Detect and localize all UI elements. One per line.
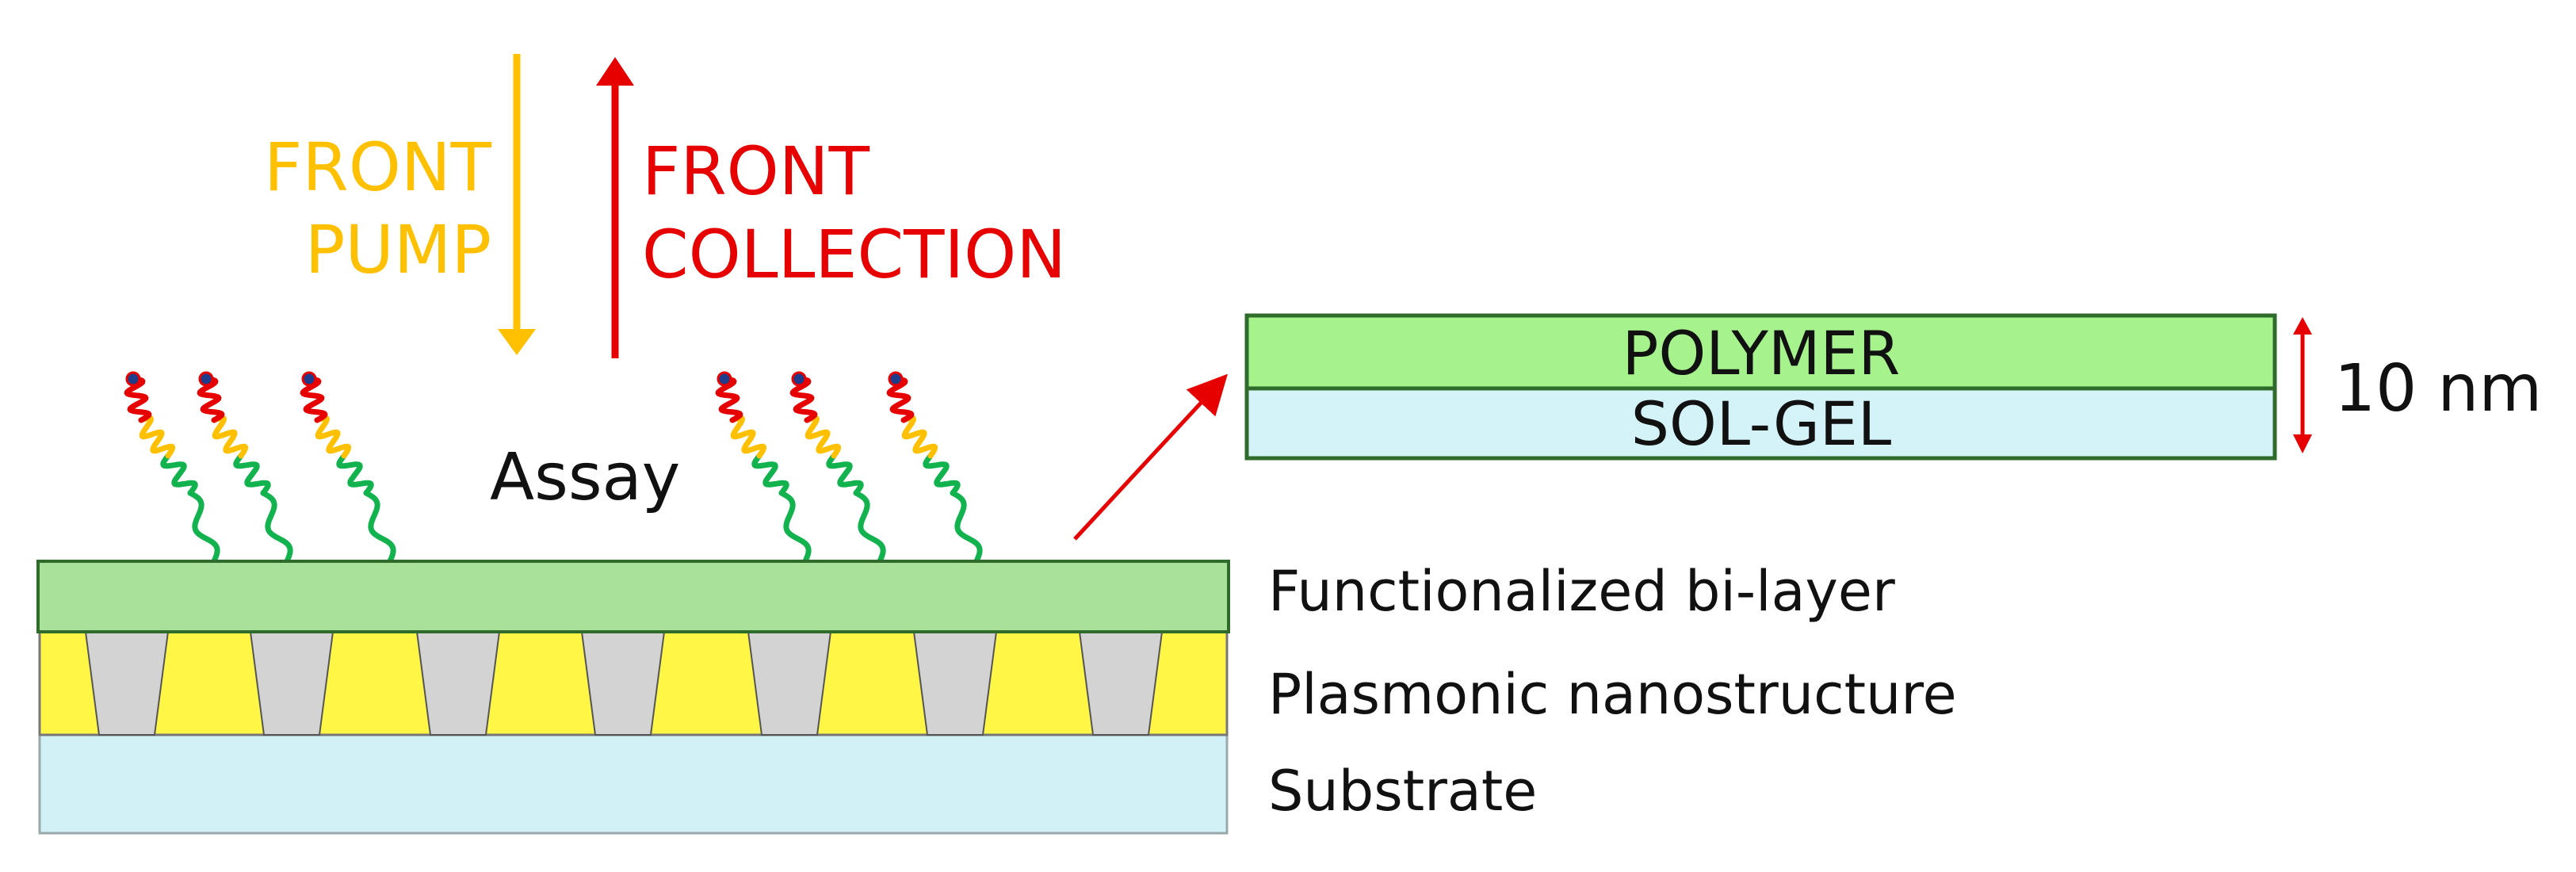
dye-marker-icon (888, 371, 904, 387)
front-pump-arrow (498, 54, 536, 355)
probe-strand (336, 453, 374, 496)
nanostructure-pillar (249, 631, 334, 736)
bilayer-inset: POLYMER SOL-GEL (1244, 313, 2277, 461)
nanostructure-pillar (747, 631, 832, 736)
probe-strand (363, 490, 396, 564)
probe-strand (789, 376, 818, 423)
assay-probes (124, 371, 983, 564)
probe-strand (886, 376, 915, 423)
nanostructure-label: Plasmonic nanostructure (1268, 662, 1957, 727)
probe-strand (187, 490, 220, 564)
assay-label: Assay (490, 440, 680, 515)
nanostructure-pillar (912, 631, 998, 736)
dye-marker-icon (717, 371, 732, 387)
nanostructure-pillar (84, 631, 170, 736)
nanostructure-pillar (1078, 631, 1164, 736)
probe-strand (300, 376, 328, 423)
front-collection-label-line1: FRONT (642, 132, 870, 210)
front-collection-arrow (596, 57, 634, 358)
probe-strand (950, 490, 983, 564)
bilayer-label: Functionalized bi-layer (1268, 559, 1895, 624)
probe-strand (233, 453, 271, 496)
dye-marker-icon (791, 371, 807, 387)
front-pump-label-line2: PUMP (305, 211, 491, 289)
dye-marker-icon (301, 371, 317, 387)
probe-strand (314, 415, 352, 459)
polymer-label: POLYMER (1622, 318, 1901, 388)
probe-strand (715, 376, 743, 423)
solgel-label: SOL-GEL (1631, 388, 1892, 459)
probe-strand (804, 415, 842, 459)
probe-strand (160, 453, 198, 496)
probe-strand (138, 415, 176, 459)
probe-strand (853, 490, 886, 564)
thickness-dimension-arrow (2293, 317, 2312, 453)
substrate-layer (38, 733, 1229, 835)
probe-strand (729, 415, 767, 459)
nanostructure-pillar (415, 631, 501, 736)
zoom-pointer-arrow (1073, 373, 1228, 541)
probe-strand (124, 376, 152, 423)
probe-strand (197, 376, 225, 423)
probe-strand (211, 415, 249, 459)
front-collection-label-line2: COLLECTION (642, 216, 1066, 293)
dye-marker-icon (125, 371, 141, 387)
substrate-label: Substrate (1268, 759, 1537, 824)
functionalized-bilayer (36, 560, 1230, 633)
nanostructure-pillars (84, 631, 1164, 736)
probe-strand (778, 490, 812, 564)
solgel-layer (1244, 386, 2277, 461)
dye-marker-icon (198, 371, 214, 387)
probe-strand (826, 453, 864, 496)
probe-strand (260, 490, 293, 564)
probe-strand (900, 415, 938, 459)
nanostructure-pillar (580, 631, 666, 736)
probe-strand (751, 453, 789, 496)
thickness-label: 10 nm (2334, 351, 2542, 426)
probe-strand (923, 453, 961, 496)
front-pump-label-line1: FRONT (264, 128, 492, 206)
